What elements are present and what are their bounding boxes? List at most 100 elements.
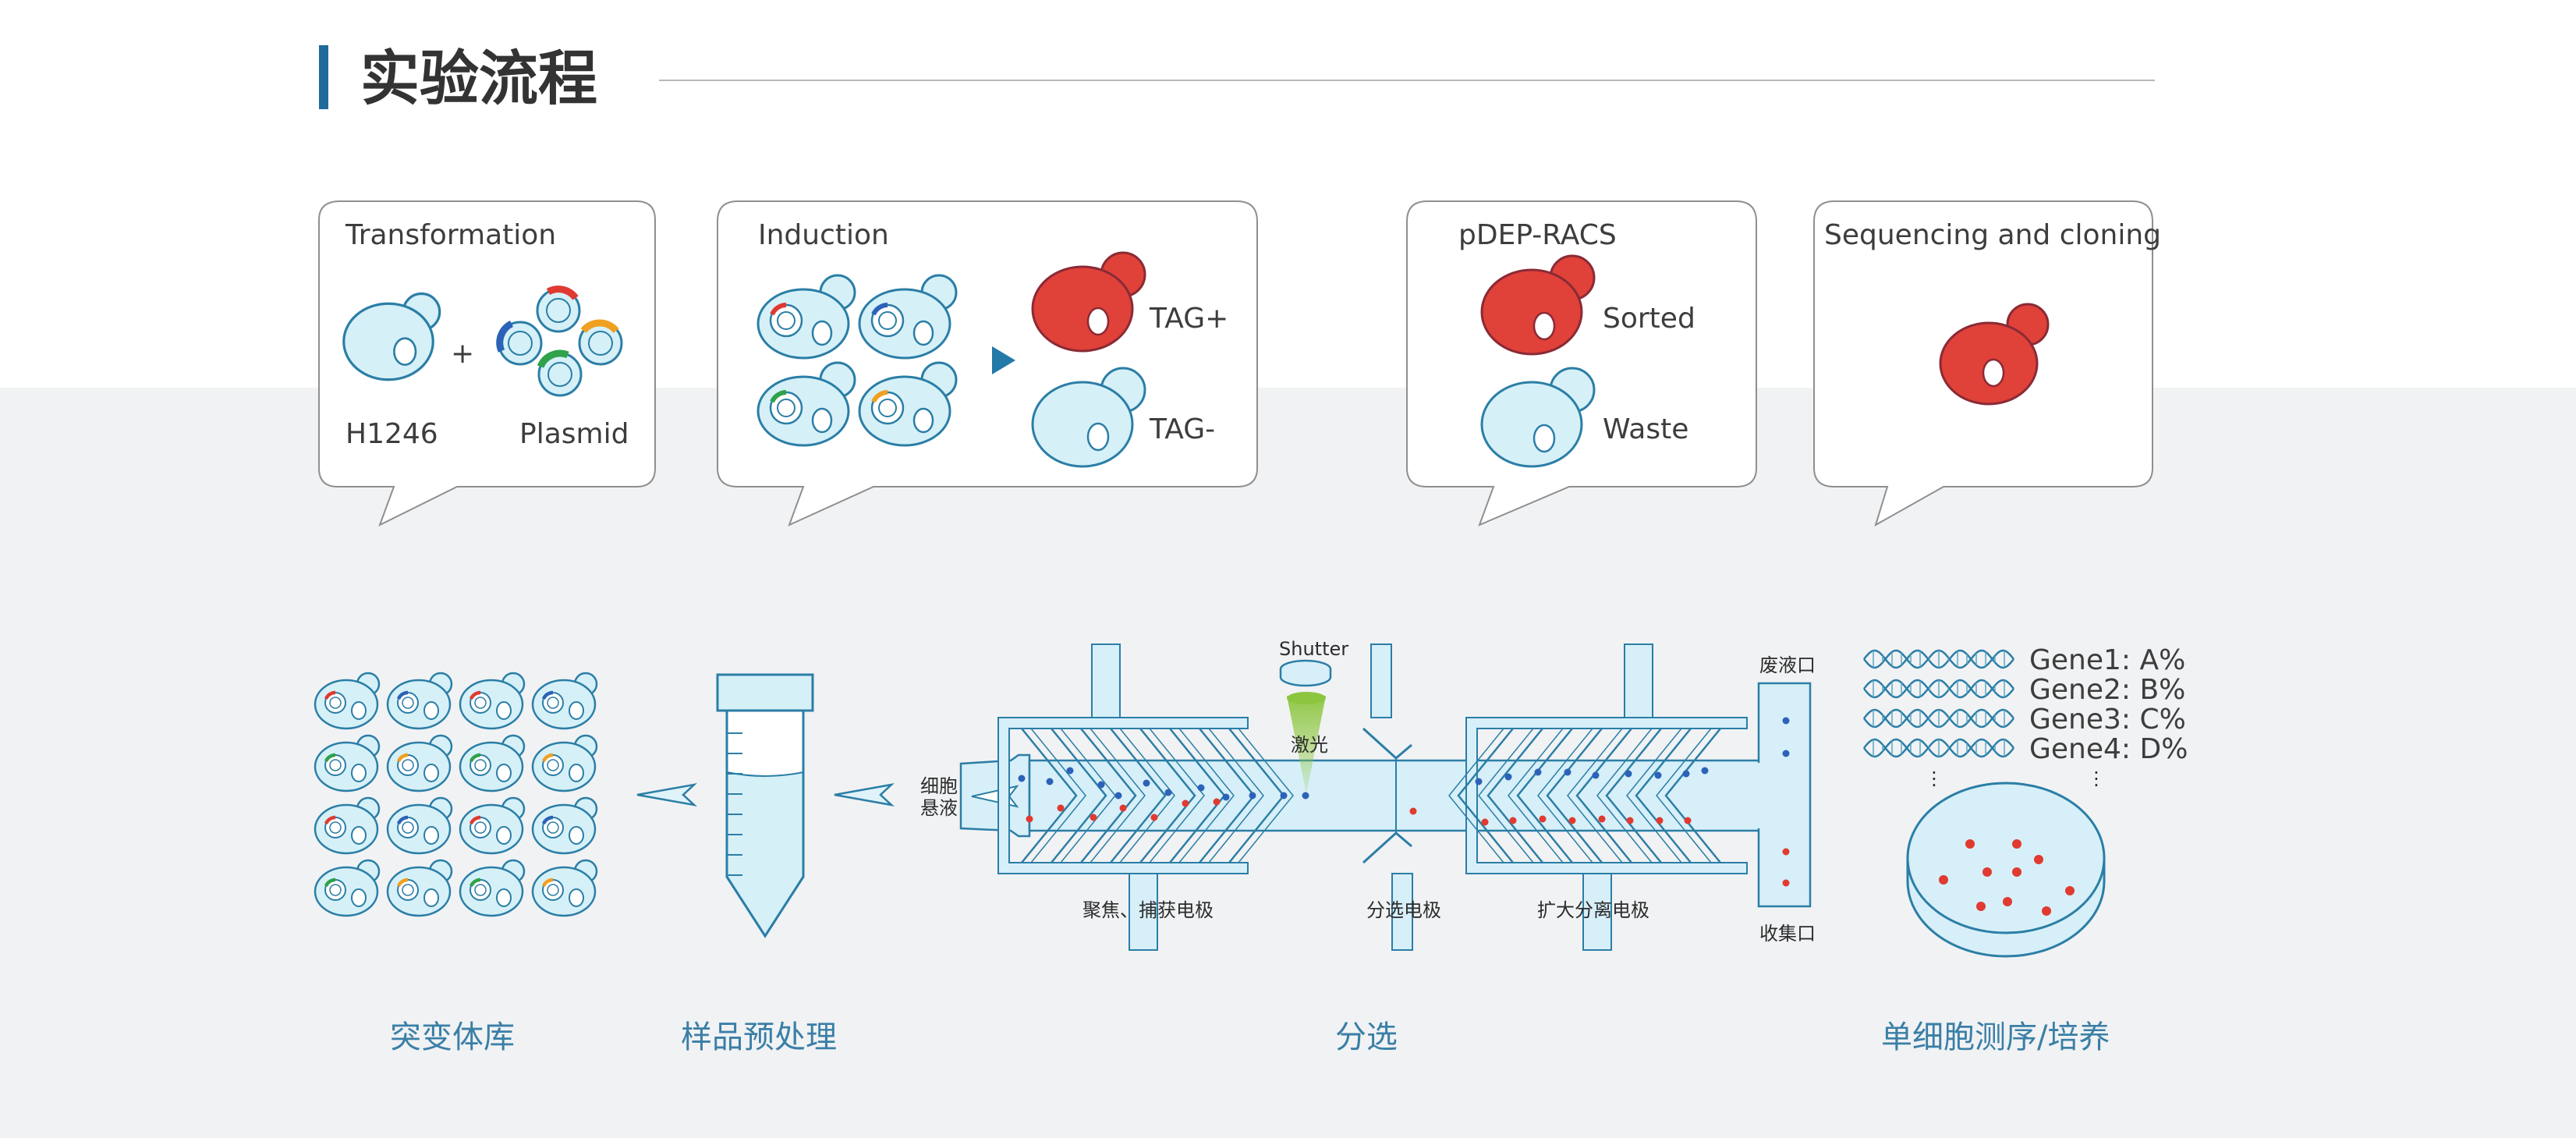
cell-particle-red — [1568, 817, 1576, 824]
chevron-electrode — [1457, 728, 1514, 863]
bubble-pdep-racs: pDEP-RACS Sorted Waste — [1406, 200, 1757, 526]
cell-particle-red — [1057, 804, 1065, 812]
dna-helix-icon — [1863, 679, 2014, 699]
cell-particle-blue — [1280, 792, 1288, 799]
chevron-electrode — [1537, 728, 1593, 863]
electrode-lead — [1370, 643, 1392, 718]
chevron-electrode — [1119, 728, 1175, 863]
ellipsis-mark: ⋮ — [2087, 768, 2106, 789]
chevron-electrode — [1478, 728, 1534, 863]
laser-lens — [1287, 692, 1326, 704]
plasmid-cell-icon — [459, 859, 526, 917]
dna-helix-icon — [1863, 649, 2014, 669]
chevron-electrode — [1149, 728, 1205, 863]
chevron-electrode — [1656, 728, 1712, 863]
bubble-title: Sequencing and cloning — [1824, 219, 2161, 251]
chevron-electrode — [1021, 728, 1078, 863]
cell-particle-red — [1481, 818, 1489, 826]
chevron-electrode — [1051, 728, 1107, 863]
cell-particle-blue — [1654, 771, 1662, 779]
tag-negative-cell-icon — [1031, 367, 1146, 468]
bubble-outline — [318, 200, 656, 527]
cell-particle-blue — [1782, 750, 1790, 757]
expand-electrode-label: 扩大分离电极 — [1537, 899, 1649, 921]
cell-particle-blue — [1682, 770, 1690, 778]
bubble-transformation: Transformation + H1246 Plasmid — [318, 200, 656, 527]
focus-electrode-bus — [997, 717, 1249, 874]
plasmid-cell-icon — [386, 859, 453, 917]
bubble-induction: Induction — [717, 200, 1258, 526]
cell-particle-blue — [1302, 792, 1309, 799]
cell-particle-blue — [1046, 778, 1054, 785]
plasmid-cell-icon — [757, 361, 856, 447]
laser-label: 激光 — [1291, 734, 1328, 756]
chevron-electrode — [1626, 728, 1682, 863]
gene-label: Gene4: D% — [2029, 733, 2188, 765]
cell-particle-blue — [1143, 779, 1150, 787]
chevron-electrode — [1575, 728, 1632, 863]
sort-electrode — [1362, 727, 1412, 864]
tag-positive-label: TAG+ — [1149, 303, 1228, 335]
cell-particle-blue — [1475, 778, 1483, 785]
cell-particle-red — [1626, 817, 1634, 824]
cell-particle-blue — [1504, 773, 1512, 781]
step-label-sequencing: 单细胞测序/培养 — [1881, 1019, 2110, 1055]
cell-particle-red — [1684, 817, 1692, 824]
plasmid-cell-icon — [314, 859, 381, 917]
chevron-electrode — [1448, 728, 1504, 863]
plasmid-icon — [537, 349, 583, 397]
cell-particle-red — [1119, 804, 1127, 812]
chevron-electrode — [1516, 728, 1573, 863]
cell-particle-red — [1409, 807, 1417, 815]
electrode-lead — [1129, 873, 1158, 951]
chevron-electrode — [1635, 728, 1692, 863]
arrow-icon — [834, 783, 895, 807]
cell-particle-red — [1782, 879, 1790, 887]
tag-positive-cell-icon — [1031, 251, 1146, 353]
chevron-electrode — [1508, 728, 1564, 863]
dna-helix-list — [1863, 649, 2014, 758]
plasmid-cell-icon — [531, 859, 598, 917]
cell-particle-red — [1150, 814, 1158, 821]
centrifuge-tube-icon — [716, 673, 814, 938]
sorted-label: Sorted — [1603, 303, 1695, 335]
waste-cell-icon — [1480, 367, 1596, 468]
chevron-electrode — [1139, 728, 1196, 863]
step-label-sort: 分选 — [1335, 1019, 1398, 1055]
inlet-label: 细胞 — [920, 775, 958, 797]
page-title: 实验流程 — [360, 44, 597, 113]
cell-particle-blue — [1782, 717, 1790, 725]
cell-particle-blue — [1066, 767, 1074, 775]
bubble-title: Transformation — [345, 219, 556, 251]
shutter-icon-side — [1279, 669, 1332, 687]
plasmid-cell-icon — [459, 796, 526, 855]
cell-particle-blue — [1097, 781, 1105, 789]
plasmid-label: Plasmid — [519, 418, 629, 450]
title-accent-bar — [319, 45, 328, 109]
cell-particle-blue — [1018, 775, 1026, 782]
microfluidic-chip: 细胞 悬液 Shutter 激光 聚焦、捕 — [920, 638, 1816, 951]
laser-beam — [1287, 696, 1326, 794]
electrode-lead — [1624, 643, 1653, 718]
cell-particle-red — [1656, 817, 1664, 824]
plasmid-cell-icon — [459, 734, 526, 792]
chevron-electrode — [1238, 728, 1294, 863]
waste-label: Waste — [1603, 413, 1688, 445]
gene-label: Gene2: B% — [2029, 674, 2185, 706]
shutter-label: Shutter — [1279, 638, 1348, 660]
dna-helix-icon — [1863, 708, 2014, 729]
plasmid-cell-icon — [858, 274, 958, 360]
electrode-lead — [1091, 643, 1121, 718]
cell-particle-red — [1598, 815, 1606, 823]
plasmid-cell-icon — [531, 672, 598, 730]
chevron-electrode — [1178, 728, 1235, 863]
waste-outlet-label: 废液口 — [1759, 654, 1816, 676]
plasmid-cell-icon — [314, 672, 381, 730]
chevron-electrode — [1567, 728, 1623, 863]
plasmid-icon — [578, 319, 623, 366]
collect-outlet-label: 收集口 — [1759, 923, 1816, 945]
cell-particle-red — [1026, 815, 1033, 823]
chevron-electrode — [1546, 728, 1603, 863]
cell-particle-red — [1213, 798, 1221, 806]
